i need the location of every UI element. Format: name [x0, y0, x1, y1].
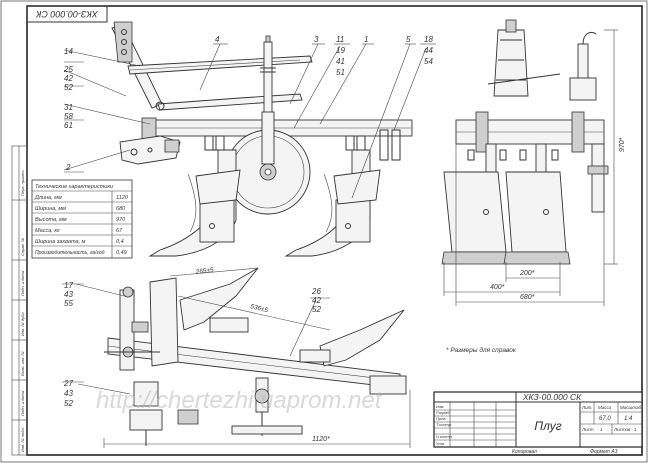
watermark: http://chertezhi.uaprom.net [96, 387, 383, 414]
designation-stamp-text: ХКЗ-00.000 СК [35, 9, 98, 19]
plan-view: 1120* 265±5 536±5 17 43 55 26 42 52 27 4… [62, 266, 411, 448]
title-block-name: Плуг [534, 419, 561, 433]
leader-55: 55 [64, 299, 73, 308]
dimension-note: * Размеры для справок [446, 346, 517, 354]
adjust-post [263, 41, 273, 123]
leader-41: 41 [336, 57, 345, 66]
tb-sheets-label: Листов [613, 427, 631, 432]
title-block: ХКЗ-00.000 СК Плуг Лит. Масса Масштаб 67… [433, 391, 643, 448]
tb-col-mass: Масса [598, 405, 612, 410]
dim-plan-1120: 1120* [312, 436, 330, 443]
left-strip-label-6: Подп. и дата [20, 390, 25, 416]
leader-19: 19 [336, 46, 345, 55]
leader-43a: 43 [64, 290, 73, 299]
tb-sheet-label: Лист [581, 427, 594, 432]
hitch-bracket [113, 21, 133, 63]
front-view: 14 25 42 52 31 58 61 2 4 3 11 19 41 51 1… [63, 21, 436, 257]
dim-side-400: 400* [490, 284, 505, 291]
leader-43b: 43 [64, 389, 73, 398]
leader-31: 31 [64, 103, 73, 112]
dim-plan-265: 265±5 [194, 266, 214, 276]
side-mouldboard-right [505, 171, 567, 253]
tech-row-label-6: Производительность, га/год [35, 250, 105, 256]
tech-table: Технические характеристики Длина, мм 112… [31, 179, 133, 259]
left-strip-label-3: Подп. и дата [20, 270, 25, 296]
dim-side-200: 200* [519, 270, 535, 277]
tech-row-label-2: Ширина, мм [35, 206, 66, 212]
tech-row-value-1: 1120 [116, 195, 129, 201]
tech-row-label-4: Масса, кг [35, 228, 60, 234]
leader-18: 18 [424, 35, 433, 44]
copied-label: Копировал [512, 449, 537, 455]
leader-11: 11 [336, 35, 344, 44]
tb-sheet-value: 1 [600, 427, 603, 432]
tech-row-value-2: 680 [116, 206, 126, 212]
leader-58: 58 [64, 112, 73, 121]
left-strip: Перв. примен. Справ. № Подп. и дата Инв.… [11, 145, 28, 456]
leader-5: 5 [406, 35, 411, 44]
leader-3: 3 [314, 35, 319, 44]
leader-42a: 42 [64, 74, 73, 83]
tech-row-value-5: 0,4 [116, 239, 124, 245]
tech-row-label-1: Длина, мм [34, 195, 62, 201]
tech-row-label-3: Высота, мм [35, 217, 67, 223]
leader-42b: 42 [312, 296, 321, 305]
left-strip-label-5: Взам. инв. № [20, 351, 25, 376]
side-mouldboard-left [443, 171, 507, 253]
tb-mass-value: 67,0 [599, 416, 611, 422]
tech-row-value-6: 0,49 [116, 250, 127, 256]
tb-scale-value: 1:4 [624, 416, 633, 422]
title-block-designation: ХКЗ-00.000 СК [522, 392, 582, 402]
tech-row-value-3: 970 [116, 217, 126, 223]
tb-sheets-value: 1 [634, 427, 637, 432]
leader-2: 2 [65, 163, 71, 172]
leader-4: 4 [215, 35, 220, 44]
tb-row-prov: Пров. [436, 416, 447, 421]
plan-body-2 [319, 309, 405, 367]
leader-61: 61 [64, 121, 73, 130]
leader-52a: 52 [64, 83, 73, 92]
left-strip-label-1: Перв. примен. [20, 169, 25, 196]
tb-col-lit: Лит. [581, 405, 593, 410]
leader-51: 51 [336, 68, 345, 77]
dim-plan-536: 536±5 [250, 303, 270, 314]
tech-row-value-4: 67 [116, 228, 123, 234]
plan-body-1 [179, 267, 259, 331]
leader-14: 14 [64, 47, 73, 56]
leader-52c: 52 [64, 399, 73, 408]
leader-26: 26 [311, 287, 321, 296]
leader-17: 17 [64, 281, 73, 290]
dim-side-970: 970* [619, 137, 626, 152]
leader-44: 44 [424, 46, 433, 55]
leader-54: 54 [424, 57, 433, 66]
leader-52b: 52 [312, 305, 321, 314]
designation-stamp: ХКЗ-00.000 СК [26, 5, 108, 23]
tb-col-scale: Масштаб [620, 405, 641, 410]
tech-row-label-5: Ширина захвата, м [35, 239, 86, 245]
tb-row-razrab: Разраб. [436, 410, 450, 415]
tb-row-izm: Изм. [436, 404, 445, 409]
format-label: Формат А3 [590, 449, 618, 455]
left-strip-label-7: Инв. № подл. [20, 427, 25, 452]
leader-25: 25 [63, 65, 73, 74]
leader-1: 1 [364, 35, 368, 44]
side-view: 200* 400* 680* 970* [441, 19, 626, 306]
tb-row-tkontr: Т.контр. [436, 422, 452, 427]
dim-side-680: 680* [520, 294, 535, 301]
tech-table-header: Технические характеристики [35, 184, 113, 190]
left-strip-label-4: Инв. № дубл. [20, 311, 25, 336]
tb-row-utv: Утв. [436, 441, 445, 446]
left-strip-label-2: Справ. № [20, 237, 25, 256]
tb-row-nkontr: Н.контр. [436, 434, 453, 439]
leader-27: 27 [63, 379, 73, 388]
